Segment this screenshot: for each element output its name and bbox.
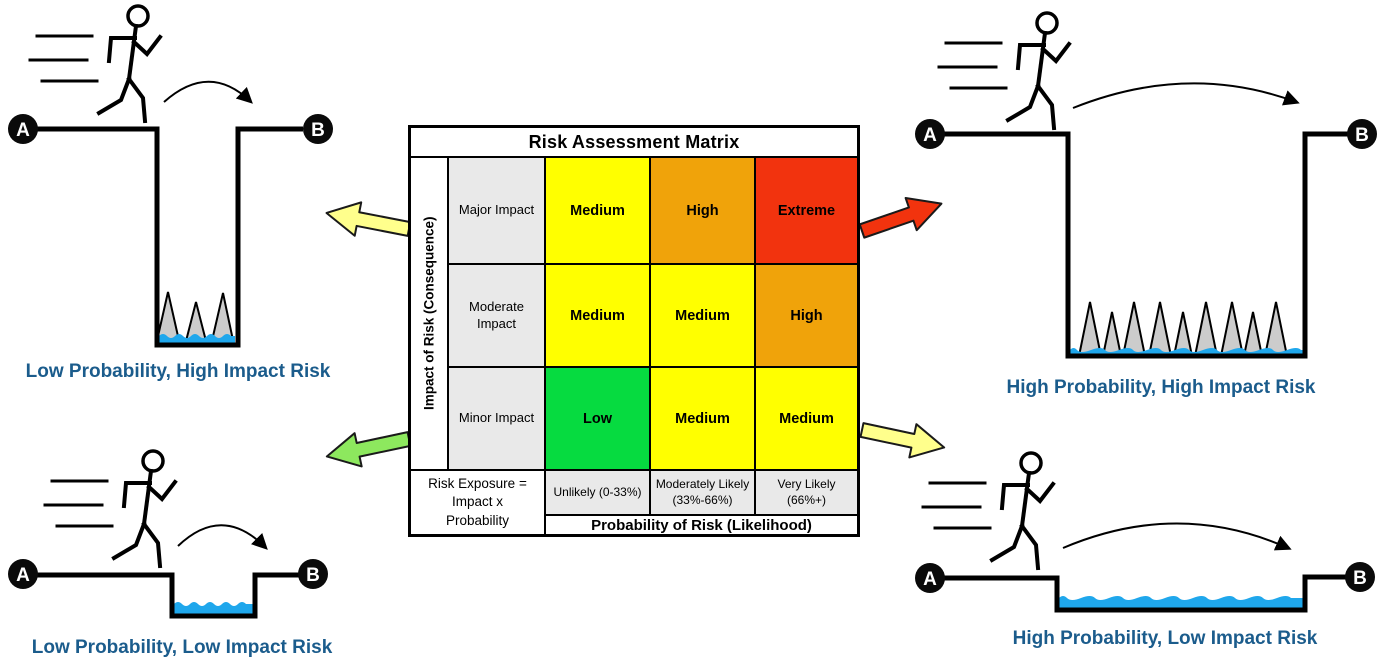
probability-label-very-likely: Very Likely (66%+) xyxy=(755,470,858,515)
impact-label-moderate: Moderate Impact xyxy=(448,264,545,367)
stick-figure-runner-icon xyxy=(43,449,177,568)
point-a-badge xyxy=(8,114,38,144)
matrix-cell-major-moderately-likely: High xyxy=(650,157,755,264)
matrix-cell-minor-unlikely: Low xyxy=(545,367,650,470)
spikes xyxy=(1077,301,1289,357)
pit-outline xyxy=(36,126,303,348)
jump-arc-arrow xyxy=(177,524,268,550)
scenario-high-prob-low-impact: A B xyxy=(915,451,1375,613)
stick-figure-runner-icon xyxy=(921,451,1055,570)
point-b-badge xyxy=(298,559,328,589)
point-a-label: A xyxy=(923,125,937,146)
risk-assessment-matrix: Risk Assessment Matrix Impact of Risk (C… xyxy=(408,125,860,537)
point-b-label: B xyxy=(306,565,320,586)
point-b-badge xyxy=(303,114,333,144)
point-b-label: B xyxy=(1355,125,1369,146)
probability-label-unlikely: Unlikely (0-33%) xyxy=(545,470,650,515)
point-b-badge xyxy=(1345,562,1375,592)
caption-low-prob-low-impact: Low Probability, Low Impact Risk xyxy=(31,637,333,658)
arrow-to-low-prob-high-impact xyxy=(325,201,412,237)
pit-outline xyxy=(36,572,301,619)
stick-figure-runner-icon xyxy=(28,4,162,123)
matrix-x-axis-label: Probability of Risk (Likelihood) xyxy=(545,515,858,535)
water xyxy=(159,334,235,345)
matrix-cell-moderate-very-likely: High xyxy=(755,264,858,367)
jump-arc-arrow xyxy=(1062,522,1292,551)
caption-high-prob-low-impact: High Probability, Low Impact Risk xyxy=(1012,628,1318,649)
pit-outline xyxy=(943,574,1347,613)
scenario-low-prob-low-impact: A B xyxy=(8,449,328,619)
point-a-badge xyxy=(915,563,945,593)
water xyxy=(1059,596,1303,610)
point-a-badge xyxy=(915,119,945,149)
matrix-cell-major-very-likely: Extreme xyxy=(755,157,858,264)
point-b-badge xyxy=(1347,119,1377,149)
jump-arc-arrow xyxy=(163,80,253,104)
stick-figure-runner-icon xyxy=(937,11,1071,130)
point-a-label: A xyxy=(16,565,30,586)
risk-exposure-formula: Risk Exposure = Impact x Probability xyxy=(410,470,545,535)
matrix-cell-minor-very-likely: Medium xyxy=(755,367,858,470)
point-a-label: A xyxy=(923,569,937,590)
caption-low-prob-high-impact: Low Probability, High Impact Risk xyxy=(25,361,331,382)
caption-high-prob-high-impact: High Probability, High Impact Risk xyxy=(1006,377,1316,398)
matrix-y-axis-label: Impact of Risk (Consequence) xyxy=(410,157,448,470)
impact-label-major: Major Impact xyxy=(448,157,545,264)
arrow-to-high-prob-high-impact xyxy=(858,196,943,239)
scenario-low-prob-high-impact: A B xyxy=(8,4,333,348)
matrix-cell-moderate-unlikely: Medium xyxy=(545,264,650,367)
arrow-to-low-prob-low-impact xyxy=(325,431,412,468)
point-b-label: B xyxy=(1353,568,1367,589)
impact-label-minor: Minor Impact xyxy=(448,367,545,470)
jump-arc-arrow xyxy=(1072,82,1300,109)
scenario-high-prob-high-impact: A B xyxy=(915,11,1377,359)
pit-outline xyxy=(943,131,1349,359)
probability-label-moderately-likely: Moderately Likely (33%-66%) xyxy=(650,470,755,515)
spikes xyxy=(154,291,236,346)
matrix-cell-moderate-moderately-likely: Medium xyxy=(650,264,755,367)
matrix-title: Risk Assessment Matrix xyxy=(410,127,858,157)
point-a-badge xyxy=(8,559,38,589)
water xyxy=(174,602,253,616)
matrix-cell-major-unlikely: Medium xyxy=(545,157,650,264)
arrow-to-high-prob-low-impact xyxy=(859,422,946,459)
matrix-cell-minor-moderately-likely: Medium xyxy=(650,367,755,470)
point-b-label: B xyxy=(311,120,325,141)
point-a-label: A xyxy=(16,120,30,141)
